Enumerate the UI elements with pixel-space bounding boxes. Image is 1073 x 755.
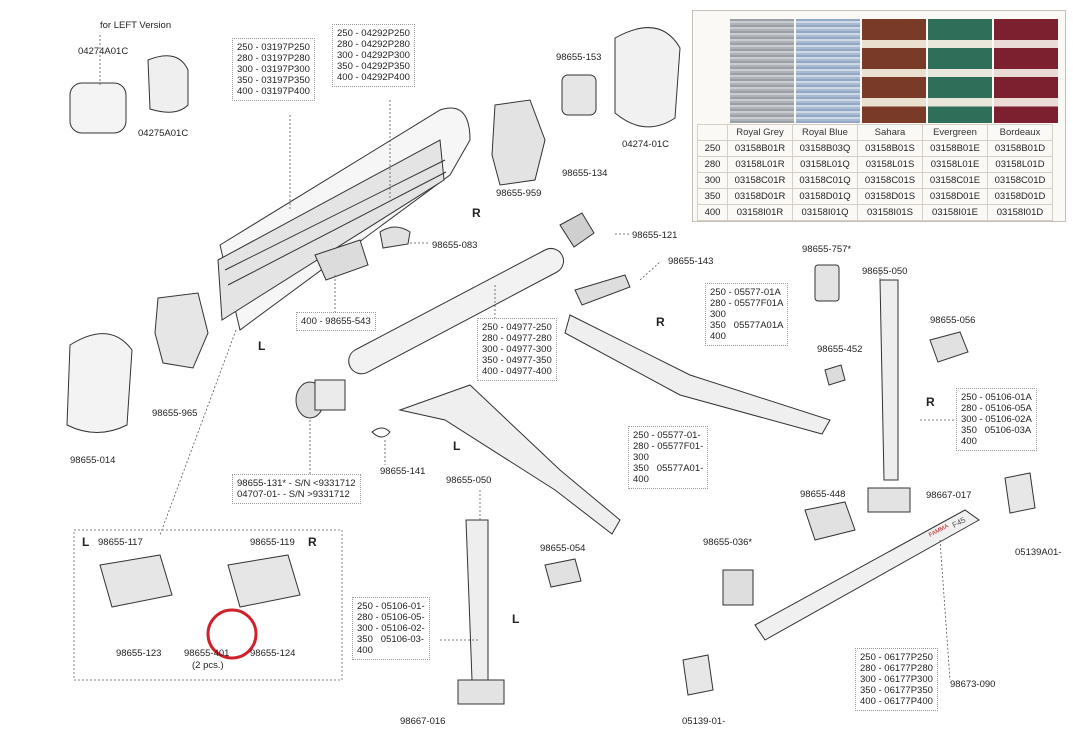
- part-98655-757: 98655-757*: [802, 244, 852, 255]
- part-98655-124: 98655-124: [250, 648, 296, 659]
- part-98655-448: 98655-448: [800, 489, 846, 500]
- part-98655-153: 98655-153: [556, 52, 602, 63]
- part-98655-401: 98655-401: [184, 648, 230, 659]
- foot-05139-01: [682, 654, 714, 696]
- part-qty-2pcs: (2 pcs.): [192, 660, 224, 671]
- part-98655-141: 98655-141: [380, 466, 426, 477]
- spring-key-98655-141: [371, 427, 391, 438]
- parts-box-left: [73, 529, 343, 681]
- bracket-98655-448: [804, 501, 856, 541]
- part-04274-01C: 04274-01C: [622, 139, 670, 150]
- leg-left-foot: [457, 679, 505, 705]
- highlight-circle: [206, 608, 258, 660]
- swatch-bordeaux: [994, 19, 1058, 123]
- part-98655-452: 98655-452: [817, 344, 863, 355]
- part-98655-965: 98655-965: [152, 408, 198, 419]
- rail-bracket: [314, 239, 369, 281]
- bracket-98655-757: [814, 264, 840, 302]
- part-98655-119: 98655-119: [250, 537, 295, 548]
- part-98655-134: 98655-134: [562, 168, 608, 179]
- fitting-98655-123: [99, 554, 173, 608]
- leg-right: [879, 279, 899, 481]
- clip-98655-452: [824, 364, 846, 386]
- side-label-l: L: [512, 612, 520, 626]
- left-version-label: for LEFT Version: [100, 20, 172, 31]
- swatch-evergreen: [928, 19, 992, 123]
- strip-98655-036: [722, 569, 754, 606]
- side-label-r: R: [472, 206, 481, 220]
- side-label-l: L: [453, 439, 461, 453]
- side-label-l: L: [82, 535, 90, 549]
- part-98655-083: 98655-083: [432, 240, 478, 251]
- swatch-royal-blue: [796, 19, 860, 123]
- part-98655-959: 98655-959: [496, 188, 542, 199]
- clip-98655-083: [379, 226, 411, 249]
- end-cap-left-version: [69, 82, 127, 134]
- leg-left: [465, 519, 489, 681]
- part-98655-050-top: 98655-050: [862, 266, 908, 277]
- spring-assembly: [295, 379, 346, 419]
- arm-right: [564, 314, 831, 435]
- fabric-color-table: Royal Grey Royal Blue Sahara Evergreen B…: [692, 10, 1066, 222]
- cap-04274-01C: [614, 27, 681, 128]
- part-98655-117: 98655-117: [98, 537, 143, 548]
- side-label-r: R: [926, 395, 935, 409]
- awning-rail-profile: [217, 139, 445, 321]
- foot-05139A01: [1004, 472, 1036, 514]
- part-05139-01: 05139-01-: [682, 716, 726, 727]
- roller-plug-98655-121: [559, 212, 595, 248]
- part-04274A01C: 04274A01C: [78, 46, 129, 57]
- roller-tube: [348, 247, 565, 375]
- gear-98655-153: [561, 74, 597, 116]
- side-label-r: R: [308, 535, 317, 549]
- bracket-98655-054: [544, 558, 582, 588]
- swatch-royal-grey: [730, 19, 794, 123]
- part-98655-050-bottom: 98655-050: [446, 475, 492, 486]
- part-98673-090: 98673-090: [950, 679, 996, 690]
- part-98667-017: 98667-017: [926, 490, 972, 501]
- part-98655-121: 98655-121: [632, 230, 678, 241]
- color-code-grid: Royal Grey Royal Blue Sahara Evergreen B…: [697, 124, 1053, 221]
- part-98655-014: 98655-014: [70, 455, 116, 466]
- arm-left: [398, 384, 621, 535]
- part-98655-054: 98655-054: [540, 543, 586, 554]
- part-04275A01C: 04275A01C: [138, 128, 189, 139]
- fitting-98655-124: [227, 554, 301, 608]
- end-cap-left-version-2: [147, 55, 189, 113]
- side-label-l: L: [258, 339, 266, 353]
- leg-right-foot: [867, 487, 911, 513]
- gear-mechanism-98655-959: [491, 99, 546, 186]
- end-cap-98655-014: [66, 333, 133, 433]
- bracket-98655-056: [929, 331, 969, 363]
- swatch-sahara: [862, 19, 926, 123]
- part-98667-016: 98667-016: [400, 716, 446, 727]
- arm-left-box: 250 - 05577-01-280 - 05577F01- 300 350 0…: [628, 426, 709, 489]
- rail-box: 400 - 98655-543: [296, 312, 376, 331]
- leg-left-box: 250 - 05106-01-280 - 05106-05- 300 - 051…: [352, 597, 430, 660]
- part-05139A01: 05139A01-: [1015, 547, 1062, 558]
- gear-box-98655-965: [154, 292, 209, 369]
- part-98655-143: 98655-143: [668, 256, 714, 267]
- part-98655-036: 98655-036*: [703, 537, 753, 548]
- side-label-r: R: [656, 315, 665, 329]
- front-bar: [754, 509, 980, 641]
- part-98655-056: 98655-056: [930, 315, 976, 326]
- part-98655-123: 98655-123: [116, 648, 162, 659]
- table-header-row: Royal Grey Royal Blue Sahara Evergreen B…: [697, 124, 1053, 141]
